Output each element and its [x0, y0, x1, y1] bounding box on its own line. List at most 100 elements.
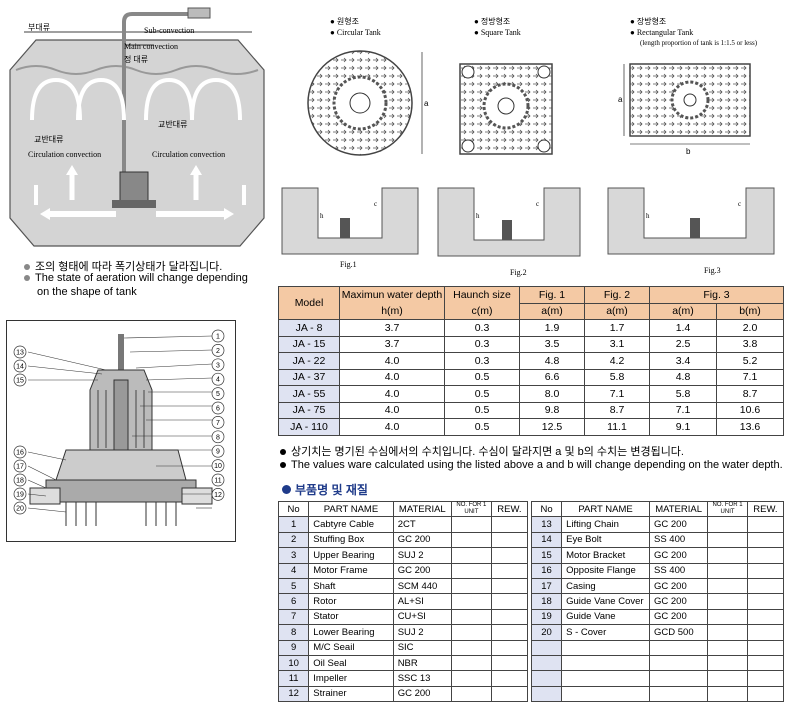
value-cell: 0.3: [444, 352, 520, 370]
part-qty-cell: [707, 593, 748, 610]
part-material-cell: [648, 685, 709, 703]
value-cell: 3.7: [339, 319, 445, 337]
callout-number: 4: [216, 377, 220, 384]
part-material-cell: SIC: [392, 639, 452, 656]
value-cell: 12.5: [519, 418, 585, 436]
callout-number: 16: [16, 450, 24, 457]
part-qty-cell: [707, 624, 748, 641]
part-qty-cell: [450, 547, 492, 564]
col-material: MATERIAL: [392, 500, 452, 518]
callout-circle: [13, 487, 27, 501]
callout-number: 9: [216, 449, 220, 456]
aeration-note-en-2: on the shape of tank: [37, 286, 137, 298]
value-cell: 4.0: [339, 401, 445, 419]
col-fig3-b: b(m): [716, 302, 784, 320]
part-rew-cell: [490, 639, 529, 656]
part-qty-cell: [450, 670, 492, 687]
part-no-cell: 7: [277, 608, 310, 626]
svg-text:b: b: [686, 147, 691, 156]
part-rew-cell: [490, 608, 529, 626]
callout-number: 13: [16, 350, 24, 357]
value-cell: 0.5: [444, 401, 520, 419]
model-cell: JA - 75: [278, 401, 340, 419]
part-material-cell: SUJ 2: [392, 547, 452, 564]
col-part-name: PART NAME: [561, 500, 650, 518]
part-name-cell: M/C Seail: [308, 639, 394, 656]
value-cell: 3.7: [339, 335, 445, 353]
col-per-unit: NO. FOR 1 UNIT: [450, 500, 492, 518]
callout-number: 2: [216, 348, 220, 355]
part-material-cell: GC 200: [648, 593, 709, 610]
spec-table: Model Maximun water depth Haunch size Fi…: [278, 286, 784, 436]
part-qty-cell: [707, 685, 748, 703]
part-name-cell: [561, 670, 650, 687]
model-cell: JA - 55: [278, 385, 340, 403]
part-material-cell: GCD 500: [648, 624, 709, 641]
value-cell: 2.0: [716, 319, 784, 337]
part-rew-cell: [746, 547, 785, 564]
part-name-cell: Casing: [561, 577, 650, 595]
callout-number: 10: [214, 463, 222, 470]
value-cell: 13.6: [716, 418, 784, 436]
part-qty-cell: [450, 577, 492, 595]
part-name-cell: Eye Bolt: [561, 531, 650, 549]
part-no-cell: 8: [277, 624, 310, 641]
part-no-cell: [530, 670, 563, 687]
svg-text:h: h: [320, 212, 324, 220]
part-name-cell: Impeller: [308, 670, 394, 687]
part-rew-cell: [490, 547, 529, 564]
col-fig2-a: a(m): [584, 302, 650, 320]
main-flow-kr-label: 정 대류: [124, 54, 148, 64]
parts-table-left: No PART NAME MATERIAL NO. FOR 1 UNIT REW…: [277, 500, 529, 703]
bullet-icon: [24, 264, 30, 271]
bullet-icon: [280, 449, 286, 456]
part-name-cell: [561, 639, 650, 656]
part-no-cell: 1: [277, 516, 310, 533]
part-no-cell: [530, 654, 563, 672]
callout-circle: [211, 329, 225, 343]
svg-text:h: h: [646, 212, 650, 220]
part-rew-cell: [490, 577, 529, 595]
svg-text:c: c: [738, 200, 741, 208]
part-name-cell: Opposite Flange: [561, 562, 650, 579]
part-rew-cell: [490, 624, 529, 641]
callout-circle: [211, 473, 225, 487]
part-qty-cell: [450, 685, 492, 703]
part-rew-cell: [746, 608, 785, 626]
value-cell: 1.9: [519, 319, 585, 337]
part-name-cell: Lifting Chain: [561, 516, 650, 533]
part-row: [530, 685, 785, 703]
part-qty-cell: [707, 516, 748, 533]
callout-circle: [211, 459, 225, 472]
part-qty-cell: [707, 670, 748, 687]
part-no-cell: 20: [530, 624, 563, 641]
callout-number: 20: [16, 506, 24, 513]
tank-type-circular: ● 원형조 ● Circular Tank: [330, 17, 381, 37]
callout-circle: [13, 345, 27, 359]
parts-table-right: No PART NAME MATERIAL NO. FOR 1 UNIT REW…: [530, 500, 785, 703]
callout-number: 15: [16, 378, 24, 385]
bullet-icon: [24, 275, 30, 282]
callout-circle: [13, 501, 27, 515]
part-material-cell: CU+SI: [392, 608, 452, 626]
model-cell: JA - 15: [278, 335, 340, 353]
value-cell: 9.1: [649, 418, 717, 436]
part-qty-cell: [450, 608, 492, 626]
part-name-cell: Guide Vane Cover: [561, 593, 650, 610]
part-material-cell: GC 200: [648, 577, 709, 595]
col-rew: REW.: [746, 500, 785, 518]
model-cell: JA - 8: [278, 319, 340, 337]
value-cell: 3.5: [519, 335, 585, 353]
tank-section-views: h c h c h c: [281, 187, 775, 257]
